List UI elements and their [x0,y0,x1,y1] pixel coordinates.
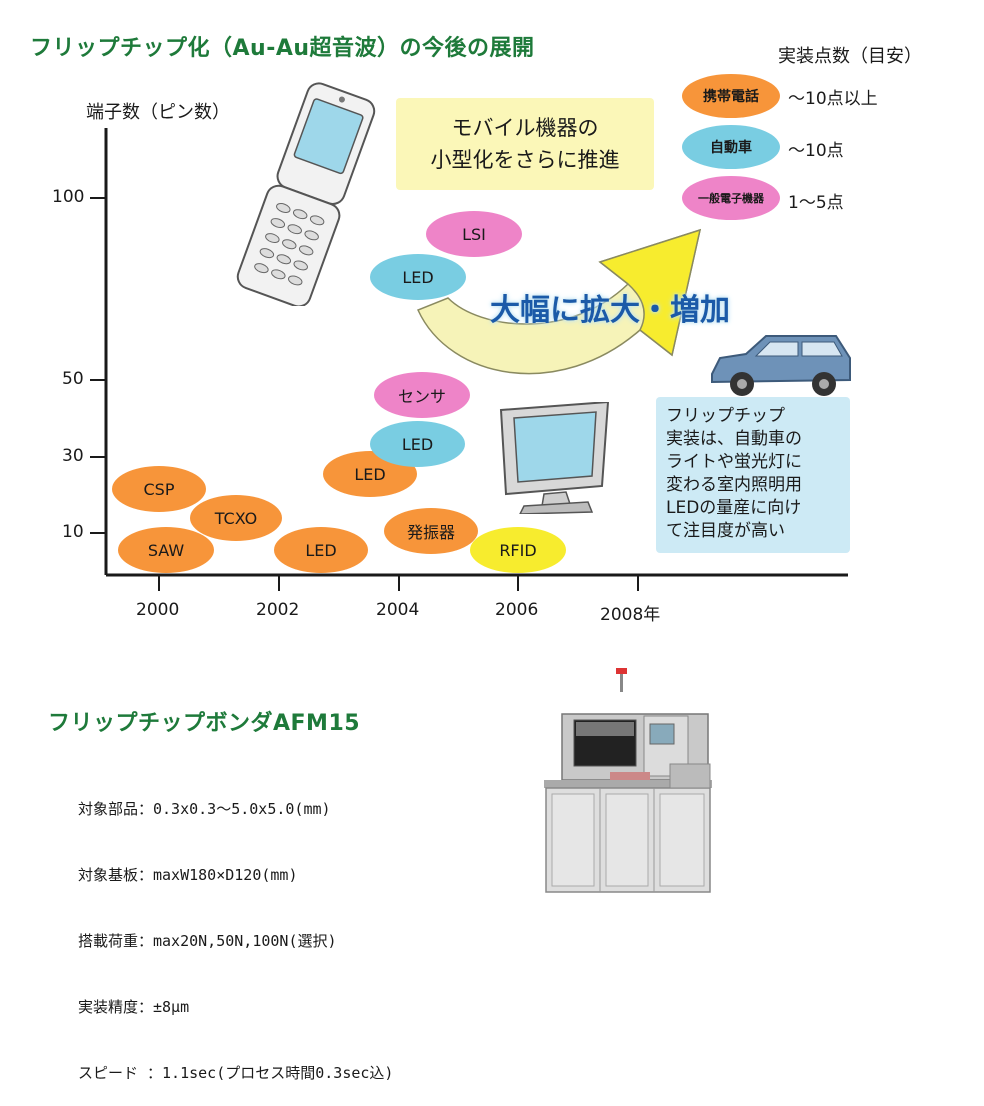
product-title: フリップチップボンダAFM15 [48,711,361,736]
spec-item: 対象基板：maxW180×D120(mm) [78,866,298,884]
car-callout-line: 実装は、自動車の [666,429,802,449]
x-tick-label-2002: 2002 [256,600,300,620]
bubble-led-blue-high: LED [370,254,466,300]
growth-label: 大幅に拡大・増加 [490,293,730,328]
legend-car-bubble: 自動車 [682,125,780,169]
growth-arrow-icon [416,228,702,375]
car-callout-line: ライトや蛍光灯に [666,452,802,472]
y-axis-label: 端子数（ピン数） [86,102,230,123]
legend-mobile-bubble: 携帯電話 [682,74,780,118]
y-tick-label-100: 100 [52,187,85,207]
y-tick-label-30: 30 [62,446,84,466]
spec-item: 搭載荷重：max20N,50N,100N(選択) [78,932,337,950]
chart-title: フリップチップ化（Au-Au超音波）の今後の展開 [30,36,535,61]
mobile-callout: モバイル機器の 小型化をさらに推進 [396,98,654,190]
bubble-saw: SAW [118,527,214,573]
car-callout-text: フリップチップ 実装は、自動車の ライトや蛍光灯に 変わる室内照明用 LEDの量… [666,405,802,543]
legend-general-bubble: 一般電子機器 [682,176,780,220]
car-callout-line: て注目度が高い [666,521,785,541]
bubble-oscillator: 発振器 [384,508,478,554]
mobile-phone-icon [236,82,376,306]
spec-item: 実装精度：±8μm [78,998,190,1016]
legend-title: 実装点数（目安） [778,46,922,67]
monitor-icon [499,402,610,514]
bubble-tcxo: TCXO [190,495,282,541]
car-callout-line: 変わる室内照明用 [666,475,802,495]
bubble-rfid: RFID [470,527,566,573]
bubble-sensor: センサ [374,372,470,418]
x-tick-label-2004: 2004 [376,600,420,620]
legend-general-value: 1～5点 [788,193,844,213]
bonder-machine-icon [544,668,712,893]
car-callout: フリップチップ 実装は、自動車の ライトや蛍光灯に 変わる室内照明用 LEDの量… [656,397,850,553]
bubble-lsi: LSI [426,211,522,257]
car-callout-line: LEDの量産に向け [666,498,802,518]
x-tick-label-2006: 2006 [495,600,539,620]
x-tick-label-2000: 2000 [136,600,180,620]
spec-item: スピード ：1.1sec(プロセス時間0.3sec込) [78,1064,394,1082]
car-icon [711,335,851,396]
y-tick-label-50: 50 [62,369,84,389]
bubble-csp: CSP [112,466,206,512]
x-tick-label-2008: 2008年 [600,605,661,625]
axes [90,128,848,591]
car-callout-line: フリップチップ [666,406,785,426]
mobile-callout-line1: モバイル機器の [451,116,599,140]
bubble-led-2002: LED [274,527,368,573]
legend-mobile-value: ～10点以上 [788,89,878,109]
spec-list: 対象部品：0.3x0.3～5.0x5.0(mm) 対象基板：maxW180×D1… [78,754,393,1106]
y-tick-label-10: 10 [62,522,84,542]
bubble-led-blue-2004: LED [370,421,465,467]
legend-car-value: ～10点 [788,141,844,161]
spec-item: 対象部品：0.3x0.3～5.0x5.0(mm) [78,800,331,818]
mobile-callout-line2: 小型化をさらに推進 [430,148,620,172]
